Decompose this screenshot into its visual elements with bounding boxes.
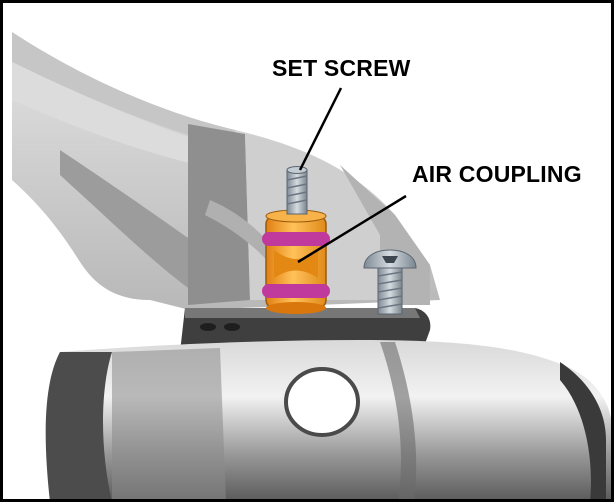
set-screw — [286, 166, 308, 215]
o-ring — [262, 232, 330, 246]
set-screw-label: SET SCREW — [272, 55, 411, 81]
cap-screw — [363, 249, 417, 315]
nose-body — [45, 340, 612, 502]
air-coupling — [262, 209, 330, 314]
o-ring — [262, 284, 330, 298]
nose-port — [284, 367, 360, 437]
set-screw-leader — [298, 87, 343, 171]
air-coupling-label: AIR COUPLING — [412, 161, 582, 187]
air-coupling-leader — [297, 194, 407, 264]
mounting-hole — [224, 323, 240, 331]
mounting-hole — [200, 323, 216, 331]
